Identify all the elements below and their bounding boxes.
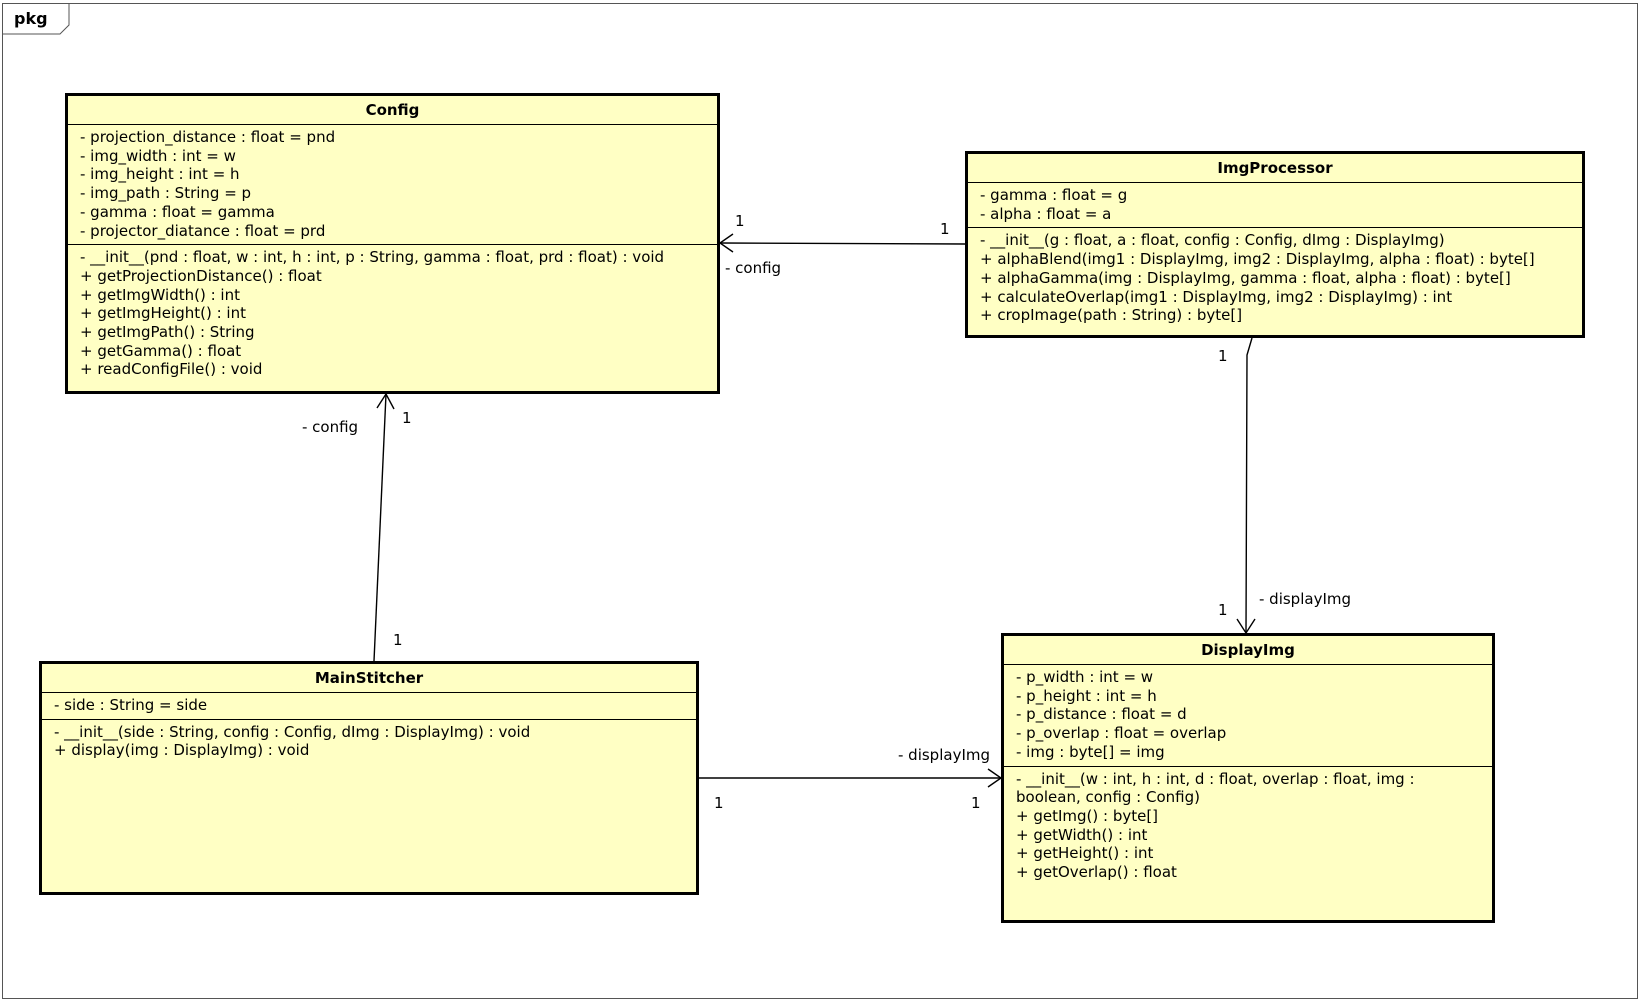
operation: + cropImage(path : String) : byte[] [980,306,1243,325]
operation: + readConfigFile() : void [80,360,263,379]
operation: - __init__(w : int, h : int, d : float, … [1016,769,1415,807]
attribute: - p_overlap : float = overlap [1016,724,1227,743]
operation: + getGamma() : float [80,341,242,360]
association-imgprocessor-config [718,233,966,253]
operation: - __init__(g : float, a : float, config … [980,231,1445,250]
class-name: Config [68,96,717,125]
attribute: - img : byte[] = img [1016,742,1165,761]
association-imgprocessor-displayimg [1236,337,1256,635]
operation: + display(img : DisplayImg) : void [54,741,310,760]
multiplicity-label: 1 [1218,601,1228,619]
operation: + alphaBlend(img1 : DisplayImg, img2 : D… [980,250,1535,269]
operation: + getImgHeight() : int [80,304,246,323]
attributes-section: - p_width : int = w - p_height : int = h… [1004,665,1492,767]
attribute: - gamma : float = gamma [80,202,275,221]
operation: + getHeight() : int [1016,844,1154,863]
class-name: DisplayImg [1004,636,1492,665]
multiplicity-label: 1 [971,794,981,812]
attributes-section: - projection_distance : float = pnd - im… [68,125,717,246]
operation: + getImg() : byte[] [1016,806,1159,825]
role-label: - displayImg [898,746,990,764]
class-imgprocessor[interactable]: ImgProcessor - gamma : float = g - alpha… [965,151,1585,338]
class-displayimg[interactable]: DisplayImg - p_width : int = w - p_heigh… [1001,633,1495,923]
attribute: - p_distance : float = d [1016,705,1187,724]
operation: + calculateOverlap(img1 : DisplayImg, im… [980,287,1453,306]
attribute: - p_width : int = w [1016,668,1154,686]
multiplicity-label: 1 [714,794,724,812]
operations-section: - __init__(w : int, h : int, d : float, … [1004,767,1492,886]
attribute: - projection_distance : float = pnd [80,128,336,146]
role-label: - config [302,418,359,436]
attribute: - img_height : int = h [80,165,240,184]
operations-section: - __init__(g : float, a : float, config … [968,228,1582,329]
multiplicity-label: 1 [393,631,403,649]
role-label: - displayImg [1259,590,1351,608]
operations-section: - __init__(pnd : float, w : int, h : int… [68,245,717,383]
operations-section: - __init__(side : String, config : Confi… [42,720,696,764]
class-name: ImgProcessor [968,154,1582,183]
attributes-section: - gamma : float = g - alpha : float = a [968,183,1582,229]
class-config[interactable]: Config - projection_distance : float = p… [65,93,720,394]
attribute: - img_width : int = w [80,146,236,165]
multiplicity-label: 1 [1218,347,1228,365]
role-label: - config [725,259,782,277]
attribute: - p_height : int = h [1016,686,1157,705]
operation: + getWidth() : int [1016,825,1148,844]
package-tab [2,3,70,35]
operation: - __init__(pnd : float, w : int, h : int… [80,248,665,267]
attribute: - img_path : String = p [80,184,252,203]
class-name: MainStitcher [42,664,696,693]
attributes-section: - side : String = side [42,693,696,720]
attribute: - side : String = side [54,696,208,714]
operation: + getImgPath() : String [80,323,255,342]
attribute: - projector_diatance : float = prd [80,221,326,240]
multiplicity-label: 1 [735,212,745,230]
operation: + alphaGamma(img : DisplayImg, gamma : f… [980,268,1511,287]
package-label: pkg [14,9,48,28]
attribute: - alpha : float = a [980,204,1112,223]
association-mainstitcher-config [373,392,395,662]
association-mainstitcher-displayimg [699,768,1003,788]
class-mainstitcher[interactable]: MainStitcher - side : String = side - __… [39,661,699,895]
attribute: - gamma : float = g [980,186,1128,204]
multiplicity-label: 1 [940,220,950,238]
package-frame [2,3,1638,999]
operation: + getImgWidth() : int [80,285,240,304]
multiplicity-label: 1 [402,409,412,427]
operation: - __init__(side : String, config : Confi… [54,722,531,741]
operation: + getProjectionDistance() : float [80,266,322,285]
operation: + getOverlap() : float [1016,863,1177,882]
